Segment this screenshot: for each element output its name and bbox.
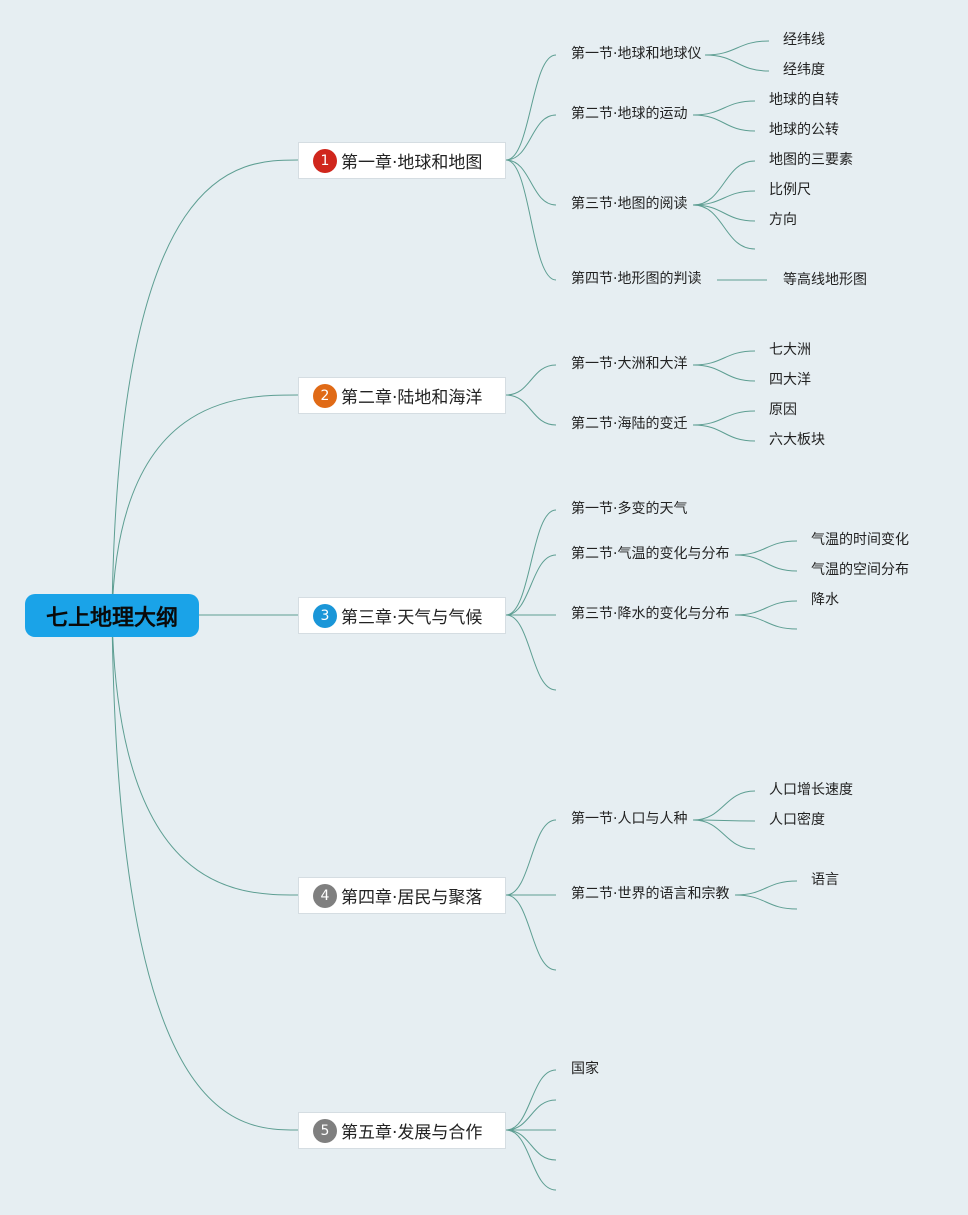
chapter-section-link bbox=[505, 364, 557, 396]
chapter-label: 第五章·发展与合作 bbox=[341, 1123, 483, 1143]
section-leaf-link bbox=[734, 540, 798, 556]
leaf-topic[interactable]: 比例尺 bbox=[769, 182, 811, 198]
section-leaf-link bbox=[692, 424, 756, 442]
chapter-section-link bbox=[505, 394, 557, 426]
section-leaf-link bbox=[692, 350, 756, 366]
section-leaf-link bbox=[704, 54, 770, 72]
leaf-topic[interactable]: 气温的时间变化 bbox=[811, 532, 909, 548]
section-topic[interactable]: 第二节·海陆的变迁 bbox=[571, 416, 688, 432]
section-leaf-link bbox=[692, 790, 756, 821]
section-leaf-link bbox=[704, 40, 770, 56]
leaf-topic[interactable]: 人口增长速度 bbox=[769, 782, 853, 798]
chapter-section-link bbox=[505, 1099, 557, 1131]
root-chapter-link bbox=[111, 394, 299, 616]
section-topic[interactable]: 国家 bbox=[571, 1061, 599, 1077]
chapter-section-link bbox=[505, 159, 557, 206]
chapter-section-link bbox=[505, 1069, 557, 1131]
chapter-section-link bbox=[505, 159, 557, 281]
leaf-topic[interactable]: 降水 bbox=[811, 592, 839, 608]
leaf-topic[interactable]: 地球的自转 bbox=[769, 92, 839, 108]
chapter-number-badge: 2 bbox=[313, 383, 337, 408]
section-leaf-link bbox=[692, 364, 756, 382]
leaf-topic[interactable]: 经纬度 bbox=[783, 62, 825, 78]
chapter-number-badge: 4 bbox=[313, 883, 337, 908]
section-leaf-link bbox=[734, 894, 798, 910]
section-topic[interactable]: 第一节·地球和地球仪 bbox=[571, 46, 702, 62]
section-topic[interactable]: 第一节·多变的天气 bbox=[571, 501, 688, 517]
leaf-topic[interactable]: 六大板块 bbox=[769, 432, 825, 448]
section-leaf-link bbox=[692, 114, 756, 132]
leaf-topic[interactable]: 地图的三要素 bbox=[769, 152, 853, 168]
section-leaf-link bbox=[692, 819, 756, 822]
section-leaf-link bbox=[734, 880, 798, 896]
section-topic[interactable]: 第一节·大洲和大洋 bbox=[571, 356, 688, 372]
section-leaf-link bbox=[692, 100, 756, 116]
chapter-section-link bbox=[505, 1129, 557, 1161]
chapter-number-badge: 1 bbox=[313, 148, 337, 173]
chapter-section-link bbox=[505, 54, 557, 161]
section-leaf-link bbox=[692, 204, 756, 250]
leaf-topic[interactable]: 气温的空间分布 bbox=[811, 562, 909, 578]
root-topic[interactable]: 七上地理大纲 bbox=[25, 594, 199, 637]
section-leaf-link bbox=[692, 410, 756, 426]
chapter-label: 第二章·陆地和海洋 bbox=[341, 388, 483, 408]
section-leaf-link bbox=[692, 819, 756, 850]
section-topic[interactable]: 第三节·地图的阅读 bbox=[571, 196, 688, 212]
chapter-label: 第四章·居民与聚落 bbox=[341, 888, 483, 908]
leaf-topic[interactable]: 语言 bbox=[811, 872, 839, 888]
section-topic[interactable]: 第四节·地形图的判读 bbox=[571, 271, 702, 287]
section-topic[interactable]: 第一节·人口与人种 bbox=[571, 811, 688, 827]
leaf-topic[interactable]: 等高线地形图 bbox=[783, 272, 867, 288]
chapter-section-link bbox=[505, 114, 557, 161]
chapter-number-badge: 3 bbox=[313, 603, 337, 628]
root-chapter-link bbox=[111, 159, 299, 616]
chapter-label: 第一章·地球和地图 bbox=[341, 153, 483, 173]
section-topic[interactable]: 第二节·气温的变化与分布 bbox=[571, 546, 730, 562]
leaf-topic[interactable]: 经纬线 bbox=[783, 32, 825, 48]
chapter-section-link bbox=[505, 819, 557, 896]
section-leaf-link bbox=[692, 160, 756, 206]
section-topic[interactable]: 第二节·地球的运动 bbox=[571, 106, 688, 122]
chapter-section-link bbox=[505, 1129, 557, 1191]
chapter-section-link bbox=[505, 614, 557, 691]
leaf-topic[interactable]: 四大洋 bbox=[769, 372, 811, 388]
section-topic[interactable]: 第三节·降水的变化与分布 bbox=[571, 606, 730, 622]
chapter-label: 第三章·天气与气候 bbox=[341, 608, 483, 628]
section-leaf-link bbox=[734, 554, 798, 572]
leaf-topic[interactable]: 地球的公转 bbox=[769, 122, 839, 138]
chapter-section-link bbox=[505, 894, 557, 971]
section-leaf-link bbox=[734, 614, 798, 630]
section-leaf-link bbox=[692, 190, 756, 206]
section-leaf-link bbox=[734, 600, 798, 616]
root-chapter-link bbox=[111, 614, 299, 1131]
leaf-topic[interactable]: 方向 bbox=[769, 212, 797, 228]
chapter-section-link bbox=[505, 554, 557, 616]
chapter-section-link bbox=[505, 509, 557, 616]
leaf-topic[interactable]: 原因 bbox=[769, 402, 797, 418]
chapter-number-badge: 5 bbox=[313, 1118, 337, 1143]
root-chapter-link bbox=[111, 614, 299, 896]
section-topic[interactable]: 第二节·世界的语言和宗教 bbox=[571, 886, 730, 902]
section-leaf-link bbox=[692, 204, 756, 222]
leaf-topic[interactable]: 人口密度 bbox=[769, 812, 825, 828]
leaf-topic[interactable]: 七大洲 bbox=[769, 342, 811, 358]
